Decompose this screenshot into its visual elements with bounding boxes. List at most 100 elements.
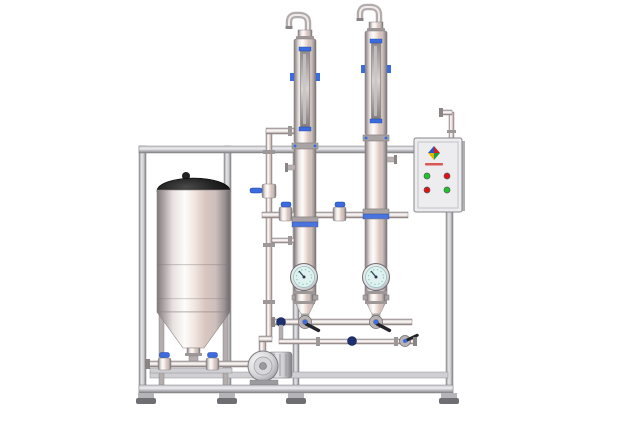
- pipe-end-cap: [413, 337, 417, 346]
- valve-body: [261, 183, 277, 199]
- navy-fitting: [347, 336, 357, 346]
- column-shell-mid: [364, 140, 388, 210]
- foot-pad: [136, 398, 156, 404]
- pipe-clamp: [394, 337, 398, 346]
- valve-body: [205, 357, 220, 371]
- vent-elbow-highlight: [359, 6, 380, 24]
- manifold-valve: [278, 201, 293, 222]
- feed-valve: [205, 352, 220, 371]
- seal-clamp: [293, 301, 315, 304]
- clamp-bolt: [364, 136, 368, 140]
- diaphragm-seal: [366, 292, 386, 303]
- logo-triangle: [428, 146, 434, 153]
- drop-connector: [278, 324, 284, 340]
- valve-body: [332, 206, 347, 222]
- lever-pivot: [403, 339, 407, 343]
- butterfly-valve-2: [369, 315, 392, 333]
- feed-line: [145, 352, 265, 371]
- pump-discharge: [258, 341, 267, 353]
- riser-bottom-elbow: [258, 335, 273, 343]
- sight-glass-highlight: [303, 54, 306, 124]
- indicator-led: [423, 186, 431, 194]
- centrifugal-pump: [247, 341, 293, 386]
- valve-lever: [404, 333, 419, 342]
- pipe-clamp: [288, 236, 292, 245]
- control-panel: [413, 137, 465, 213]
- frame-foot: [217, 393, 237, 404]
- logo-triangle: [434, 146, 440, 153]
- brand-text: [425, 163, 443, 166]
- union-clamp: [362, 208, 390, 215]
- foot-pad: [439, 398, 459, 404]
- union-clamp: [291, 216, 319, 223]
- column-side-port: [386, 156, 396, 163]
- blue-clamp-tab: [369, 118, 383, 124]
- tank-weld-seam: [157, 264, 230, 266]
- valve-handle: [334, 201, 346, 208]
- lever-pivot: [373, 319, 379, 325]
- pipe-clamp: [316, 337, 320, 346]
- frame-rail-back: [149, 371, 449, 379]
- lever-pivot: [302, 319, 308, 325]
- membrane-column-2: [356, 3, 397, 321]
- pressure-gauge-1: [290, 263, 318, 304]
- tank-shell: [156, 189, 231, 313]
- blue-clamp-tab: [290, 73, 294, 81]
- panel-enclosure: [413, 137, 463, 213]
- gauge-hub: [302, 275, 306, 279]
- manifold-valve: [332, 201, 347, 222]
- vent-end-cap: [285, 26, 293, 29]
- frame-foot: [439, 393, 459, 404]
- pipe-clamp: [263, 150, 275, 154]
- pressure-gauge-2: [362, 263, 390, 304]
- blue-clamp-tab: [316, 73, 320, 81]
- valve-body: [278, 206, 293, 222]
- logo-triangle: [428, 153, 434, 160]
- foot-pad: [217, 398, 237, 404]
- pipe-end-cap: [439, 108, 443, 117]
- pipe-end-cap: [271, 317, 275, 327]
- pump-hub: [259, 362, 267, 370]
- indicator-led: [423, 172, 431, 180]
- butterfly-valve-1: [298, 315, 321, 333]
- vent-elbow-highlight: [288, 14, 309, 32]
- frame-foot: [136, 393, 156, 404]
- pump-base: [249, 379, 279, 386]
- clamp-bolt: [293, 144, 297, 148]
- drain-piping: [271, 315, 419, 347]
- foot-stem: [138, 393, 154, 398]
- blue-clamp-tab: [387, 65, 391, 73]
- blue-clamp-tab: [298, 126, 312, 132]
- foot-stem: [288, 393, 304, 398]
- pipe-clamp: [263, 243, 275, 247]
- clamp-bolt: [384, 136, 388, 140]
- foot-stem: [219, 393, 235, 398]
- column-side-port: [286, 164, 296, 171]
- seal-clamp: [365, 301, 387, 304]
- frame-post-left: [138, 145, 147, 394]
- pipe-clamp: [288, 126, 292, 136]
- panel-door-seam: [417, 141, 459, 209]
- seal-clamp: [365, 291, 387, 294]
- feed-tank: [149, 172, 233, 387]
- column-shell-mid: [293, 148, 317, 218]
- drain-pipe-upper: [273, 318, 413, 326]
- blue-clamp-tab: [361, 65, 365, 73]
- feed-valve: [157, 352, 172, 371]
- port-cap: [394, 155, 397, 164]
- column-top-fitting: [368, 21, 384, 30]
- valve-handle: [207, 352, 218, 358]
- end-valve: [399, 333, 419, 347]
- valve-handle: [280, 201, 292, 208]
- diaphragm-seal: [294, 292, 314, 303]
- foot-stem: [441, 393, 457, 398]
- valve-body: [157, 357, 172, 371]
- brand-logo: [428, 146, 440, 160]
- foot-pad: [286, 398, 306, 404]
- port-cap: [285, 163, 288, 172]
- frame-rail-bottom: [138, 384, 454, 394]
- column-top-fitting: [297, 29, 313, 38]
- indicator-led: [443, 186, 451, 194]
